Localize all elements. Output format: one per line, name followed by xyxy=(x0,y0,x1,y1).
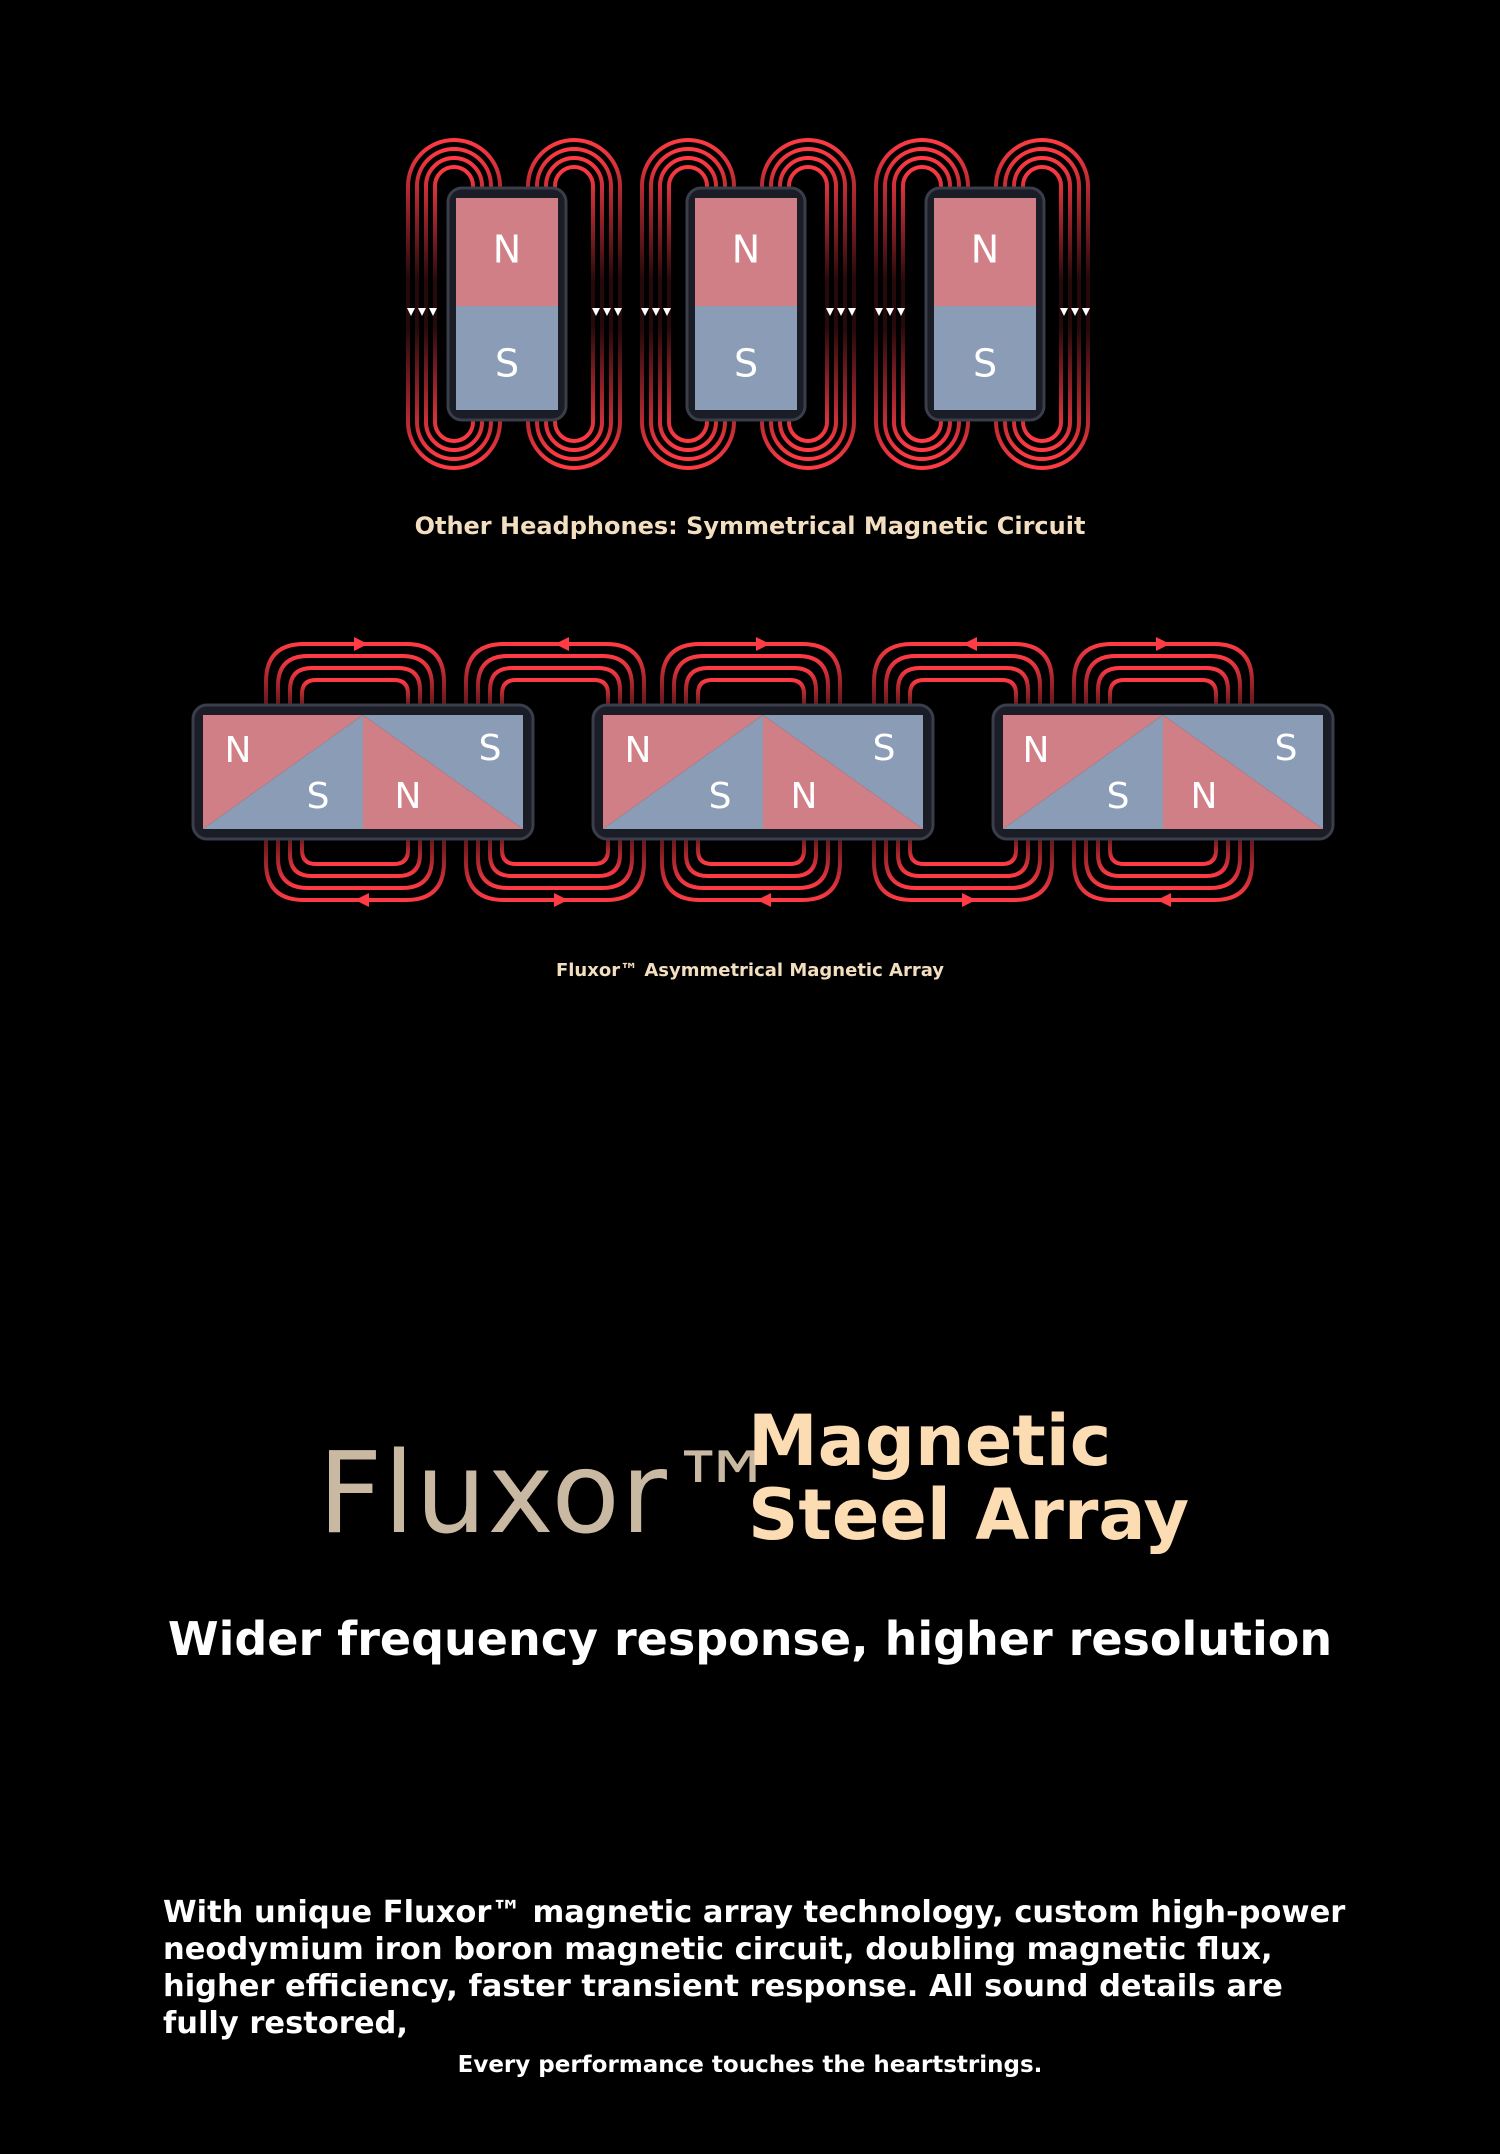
north-pole-label: N xyxy=(1191,776,1218,817)
field-arch xyxy=(660,642,842,708)
vertical-magnet: N S xyxy=(685,186,807,422)
field-lines-bottom xyxy=(264,836,1254,902)
south-pole-label: S xyxy=(709,776,732,817)
north-pole-label: N xyxy=(395,776,422,817)
south-pole-label: S xyxy=(1275,728,1298,769)
south-pole-label: S xyxy=(1107,776,1130,817)
flux-arrow xyxy=(962,893,976,907)
vertical-magnet: N S xyxy=(446,186,568,422)
flux-arrowheads xyxy=(354,637,1171,907)
tagline: Every performance touches the heartstrin… xyxy=(457,2052,1043,2078)
south-pole-label: S xyxy=(307,776,330,817)
headline-title: Magnetic Steel Array xyxy=(748,1400,1190,1557)
horizontal-magnet: N S N S xyxy=(191,703,535,841)
south-pole-label: S xyxy=(873,728,896,769)
arrow-marker-group xyxy=(875,308,905,316)
asymmetrical-array-caption: Fluxor™ Asymmetrical Magnetic Array xyxy=(555,960,945,981)
arrow-marker-group xyxy=(826,308,856,316)
field-arch xyxy=(464,836,646,902)
flux-arrow xyxy=(1157,893,1171,907)
vertical-magnet: N S xyxy=(924,186,1046,422)
flux-arrow xyxy=(757,893,771,907)
arrow-markers xyxy=(407,308,1090,316)
flux-arrow xyxy=(355,893,369,907)
field-arch xyxy=(264,642,446,708)
field-arch xyxy=(872,836,1054,902)
arrow-marker-group xyxy=(1060,308,1090,316)
description-paragraph: With unique Fluxor™ magnetic array techn… xyxy=(163,1895,1346,2041)
arrow-marker-group xyxy=(641,308,671,316)
flux-arrow xyxy=(963,637,977,651)
north-pole-label: N xyxy=(625,730,652,771)
north-pole-label: N xyxy=(732,228,760,272)
field-lines-top xyxy=(264,642,1254,708)
south-pole-label: S xyxy=(495,342,519,386)
south-pole-label: S xyxy=(479,728,502,769)
north-pole-label: N xyxy=(791,776,818,817)
arrow-marker-group xyxy=(592,308,622,316)
symmetrical-circuit-diagram: N S N S N S xyxy=(406,138,1090,470)
flux-arrow xyxy=(554,893,568,907)
arrow-marker-group xyxy=(407,308,437,316)
horizontal-magnet: N S N S xyxy=(991,703,1335,841)
south-pole-label: S xyxy=(973,342,997,386)
brand-wordmark: Fluxor™ xyxy=(318,1429,781,1559)
field-arch xyxy=(660,836,842,902)
headline-title-line-2: Steel Array xyxy=(748,1474,1190,1557)
flux-arrow xyxy=(555,637,569,651)
field-arch xyxy=(1072,836,1254,902)
asymmetrical-array-diagram: N S N S N S N S N S N S xyxy=(191,637,1335,907)
flux-arrow xyxy=(1156,637,1170,651)
north-pole-label: N xyxy=(971,228,999,272)
north-pole-label: N xyxy=(1023,730,1050,771)
north-pole-label: N xyxy=(493,228,521,272)
flux-arrow xyxy=(756,637,770,651)
field-arch xyxy=(464,642,646,708)
symmetrical-circuit-caption: Other Headphones: Symmetrical Magnetic C… xyxy=(414,512,1086,540)
south-pole-label: S xyxy=(734,342,758,386)
flux-arrow xyxy=(354,637,368,651)
headline-subtitle: Wider frequency response, higher resolut… xyxy=(167,1612,1333,1666)
headline-title-line-1: Magnetic xyxy=(748,1400,1112,1482)
field-arch xyxy=(872,642,1054,708)
field-arch xyxy=(264,836,446,902)
field-arch xyxy=(1072,642,1254,708)
north-pole-label: N xyxy=(225,730,252,771)
horizontal-magnet: N S N S xyxy=(591,703,935,841)
